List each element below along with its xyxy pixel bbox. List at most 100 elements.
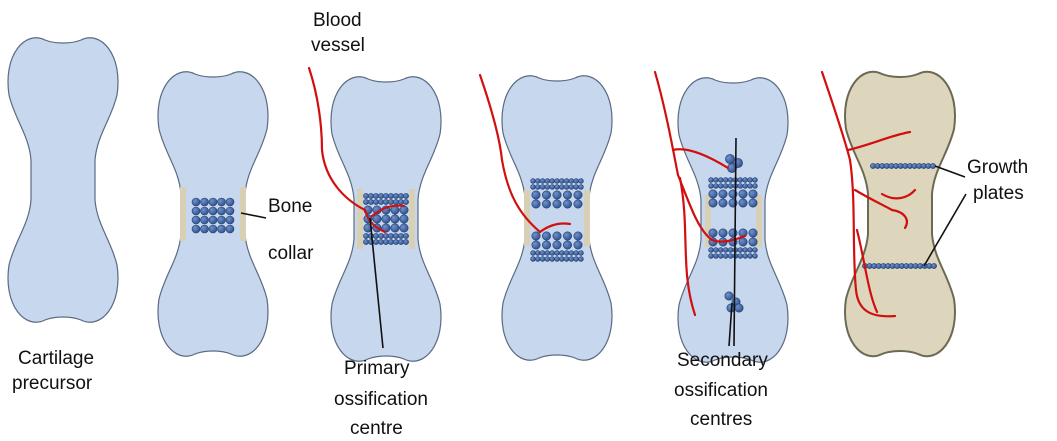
- ossification-cell: [574, 257, 579, 262]
- ossification-cell: [713, 184, 718, 189]
- growth-plate-pointer-top: [935, 166, 965, 177]
- ossification-cell: [739, 190, 747, 198]
- ossification-cell: [209, 207, 217, 215]
- ossification-cell: [403, 193, 408, 198]
- ossification-cell: [569, 251, 574, 256]
- ossification-cell: [709, 229, 717, 237]
- bone-collar-left: [357, 189, 363, 249]
- ossification-cell: [532, 232, 540, 240]
- bone-collar-label: Bone: [268, 196, 312, 217]
- ossification-cell: [383, 193, 388, 198]
- ossification-cell: [739, 238, 747, 246]
- ossification-cell: [713, 254, 718, 259]
- ossification-cell: [553, 232, 561, 240]
- ossification-cell: [579, 179, 584, 184]
- ossification-cell: [753, 184, 758, 189]
- ossification-cell: [201, 225, 209, 233]
- ossification-cell: [363, 193, 368, 198]
- ossification-cell: [403, 199, 408, 204]
- ossification-cell: [559, 251, 564, 256]
- ossification-cell: [718, 184, 723, 189]
- ossification-cell: [391, 224, 399, 232]
- ossification-cell: [569, 257, 574, 262]
- ossification-cell: [729, 229, 737, 237]
- ossification-cell: [398, 239, 403, 244]
- ossification-cell: [192, 225, 200, 233]
- ossification-cell: [378, 199, 383, 204]
- bone-collar-label: collar: [268, 243, 314, 264]
- ossification-cell: [192, 198, 200, 206]
- ossification-cell: [532, 200, 540, 208]
- ossification-cell: [542, 200, 550, 208]
- ossification-cell: [550, 185, 555, 190]
- ossification-cell: [555, 257, 560, 262]
- ossification-cell: [393, 239, 398, 244]
- ossification-cell: [555, 185, 560, 190]
- primary-ossification-label: Primary: [344, 358, 410, 379]
- bone-shape: [502, 76, 612, 360]
- ossification-cell: [209, 216, 217, 224]
- ossification-cell: [535, 257, 540, 262]
- ossification-cell: [574, 241, 582, 249]
- ossification-cell: [542, 191, 550, 199]
- primary-ossification-label: centre: [350, 418, 403, 439]
- ossification-cell: [569, 185, 574, 190]
- ossification-cell: [540, 185, 545, 190]
- ossification-cell: [559, 257, 564, 262]
- ossification-cell: [709, 178, 714, 183]
- ossification-cell: [209, 198, 217, 206]
- ossification-cell: [226, 225, 234, 233]
- ossification-cell: [378, 233, 383, 238]
- ossification-cell: [218, 198, 226, 206]
- ossification-cell: [226, 207, 234, 215]
- growth-plates-label: plates: [973, 183, 1024, 204]
- mature-bone-shape: [845, 72, 955, 356]
- stage-secondary-ossification: [678, 78, 788, 362]
- ossification-cell: [713, 248, 718, 253]
- ossification-cell: [532, 241, 540, 249]
- ossification-cell: [574, 251, 579, 256]
- ossification-cell: [563, 191, 571, 199]
- ossification-cell: [363, 233, 368, 238]
- ossification-cell: [743, 254, 748, 259]
- ossification-cell: [201, 198, 209, 206]
- ossification-cell: [532, 191, 540, 199]
- ossification-cell: [555, 251, 560, 256]
- ossification-cell: [393, 233, 398, 238]
- ossification-cell: [563, 232, 571, 240]
- ossification-cell: [559, 185, 564, 190]
- ossification-cell: [542, 241, 550, 249]
- ossification-cell: [201, 216, 209, 224]
- ossification-cell: [743, 184, 748, 189]
- ossification-cell: [400, 224, 408, 232]
- blood-vessel-label: Blood: [313, 10, 362, 31]
- ossification-cell: [218, 216, 226, 224]
- ossification-cell: [403, 239, 408, 244]
- ossification-cell: [388, 199, 393, 204]
- ossification-cell: [368, 199, 373, 204]
- ossification-cell: [728, 254, 733, 259]
- ossification-cell: [388, 239, 393, 244]
- bone-collar-right: [409, 189, 415, 249]
- ossification-cell: [579, 257, 584, 262]
- ossification-cell: [728, 184, 733, 189]
- ossification-cell: [719, 190, 727, 198]
- secondary-ossification-label: ossification: [674, 380, 768, 401]
- ossification-cell: [574, 200, 582, 208]
- ossification-cell: [531, 251, 536, 256]
- ossification-cell: [728, 248, 733, 253]
- ossification-cell: [723, 178, 728, 183]
- ossification-cell: [398, 199, 403, 204]
- ossification-cell: [226, 216, 234, 224]
- stage-bone-collar: [158, 72, 268, 356]
- ossification-cell: [542, 232, 550, 240]
- ossification-cell: [748, 178, 753, 183]
- ossification-cell: [738, 184, 743, 189]
- ossification-cell: [709, 254, 714, 259]
- ossification-cell: [564, 257, 569, 262]
- ossification-cell: [749, 229, 757, 237]
- growth-plates-label: Growth: [967, 157, 1028, 178]
- ossification-cell: [719, 229, 727, 237]
- ossification-cell: [574, 185, 579, 190]
